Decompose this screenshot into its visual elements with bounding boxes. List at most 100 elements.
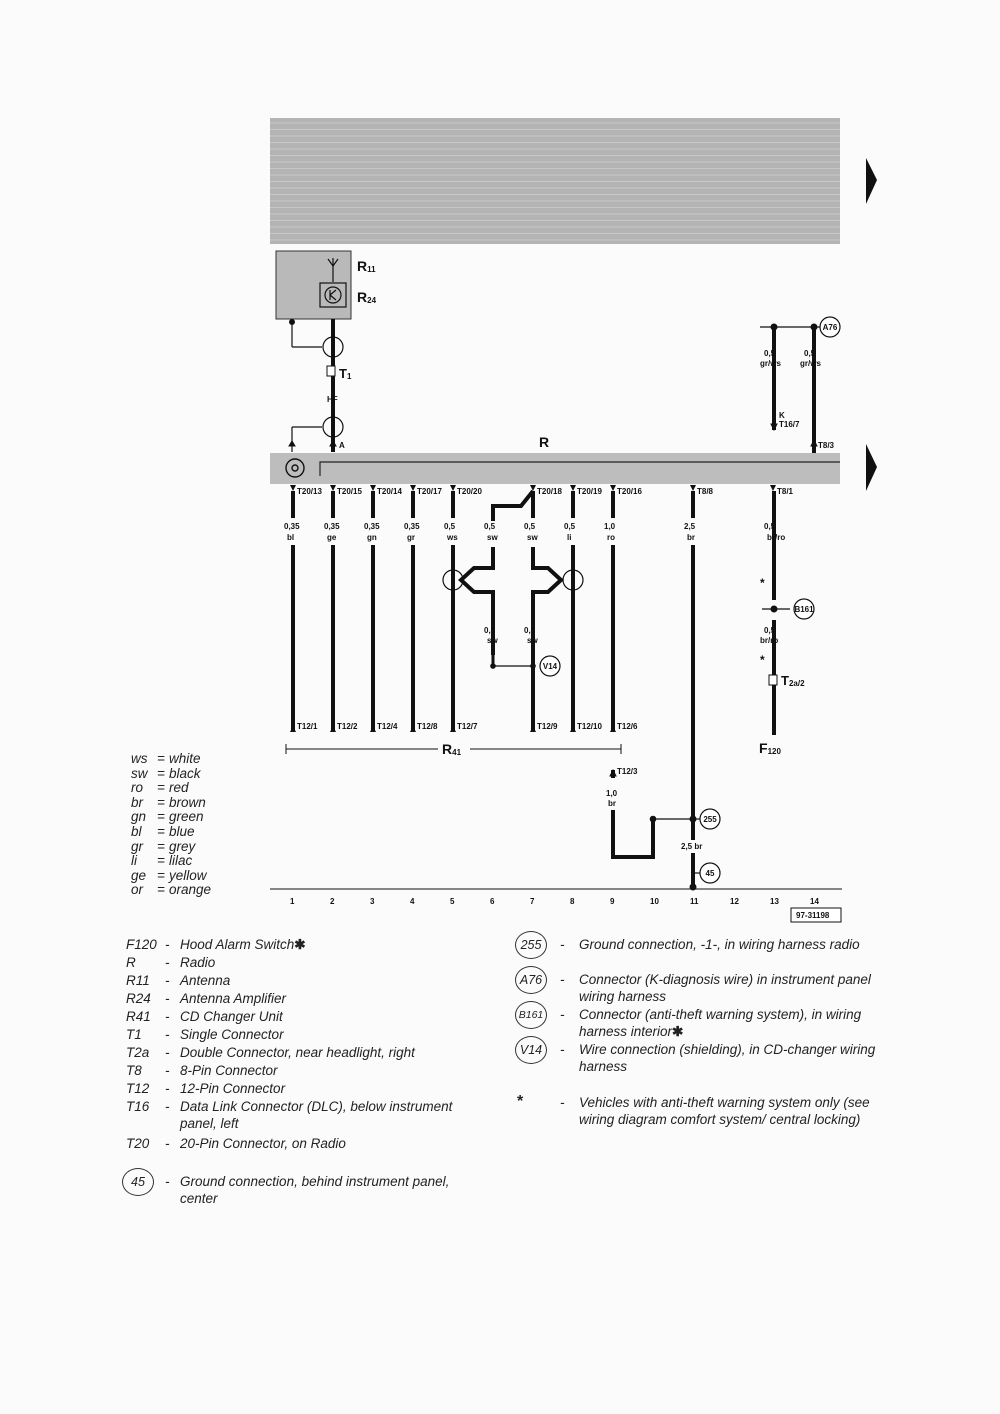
grid-number: 11 (690, 897, 699, 906)
top-connector-label: T20/18 (537, 487, 562, 496)
shielding-junction (458, 547, 564, 666)
wire-size-label: 0,35 (404, 522, 420, 531)
legend-equals: = (157, 765, 165, 781)
grid-number: 6 (490, 897, 495, 906)
component-code: T8 (126, 1063, 142, 1078)
antenna-box (275, 250, 352, 320)
bottom-connector-label: T12/4 (377, 722, 398, 731)
legend-equals: = (157, 809, 165, 825)
component-dash: - (165, 973, 170, 988)
wire-color-label: br/ro (767, 533, 785, 542)
wire-size-label: 0,5 (764, 349, 776, 358)
legend-equals: = (157, 823, 165, 839)
legend-name: white (169, 751, 201, 766)
legend-code: gn (131, 809, 147, 825)
legend-code: bl (131, 823, 142, 839)
component-code: R11 (126, 973, 150, 988)
wire-color-label: sw (527, 533, 538, 542)
r24-label: R24 (357, 289, 377, 305)
ref-circle-255 (699, 808, 721, 830)
top-connector-label: T8/1 (777, 487, 794, 496)
legend-row: gn=green (131, 810, 211, 825)
ground-wire-label: 2,5 br (681, 842, 702, 851)
continuation-arrow-mid (866, 444, 877, 491)
component-dash: - (165, 1009, 170, 1024)
component-dash: - (165, 1174, 170, 1189)
diagram-id: 97-31198 (796, 911, 830, 920)
reference-desc: Ground connection, -1-, in wiring harnes… (579, 937, 860, 952)
ref-circle-b161 (793, 598, 815, 620)
wire-size-label: 0,5 (524, 522, 536, 531)
bottom-connector-label: T12/8 (417, 722, 438, 731)
component-desc: Antenna (180, 973, 231, 988)
bottom-connector-label: T12/6 (617, 722, 638, 731)
bottom-connector-label: T12/10 (577, 722, 602, 731)
legend-code: or (131, 882, 144, 898)
legend-name: grey (169, 838, 196, 854)
legend-name: blue (169, 823, 195, 839)
ref-circle-label: 255 (703, 815, 717, 824)
footnote-dash: - (560, 1095, 565, 1110)
component-dash: - (165, 1063, 170, 1078)
legend-name: red (169, 780, 189, 796)
star-mark-1: * (760, 576, 765, 590)
wire-color-label: br (687, 533, 695, 542)
a-label: A (339, 441, 345, 450)
ref-circle-label: V14 (543, 662, 558, 671)
wiring-diagram: R11 R24 T1 HF A R K T16/7 T8/3 (270, 118, 877, 923)
legend-equals: = (157, 853, 165, 869)
component-code: T20 (126, 1136, 150, 1151)
grid-number: 4 (410, 897, 415, 906)
top-connector-label: T20/14 (377, 487, 402, 496)
r41-label: R41 (442, 741, 462, 757)
component-desc: Single Connector (180, 1027, 284, 1042)
k-label: K (779, 411, 785, 420)
component-dash: - (165, 1045, 170, 1060)
legend-code: br (131, 794, 144, 810)
footnote-mark: * (517, 1093, 524, 1110)
footnote-desc: Vehicles with anti-theft warning system … (579, 1095, 870, 1127)
legend-equals: = (157, 780, 165, 796)
legend-row: sw=black (131, 765, 211, 782)
wire-size-label: 0,5 (804, 349, 816, 358)
wire-size-label: 0,35 (284, 522, 300, 531)
ground-wires (609, 768, 700, 891)
legend-code: gr (131, 838, 144, 854)
legend-row: ws=white (131, 751, 211, 767)
reference-desc: Connector (anti-theft warning system), i… (579, 1007, 862, 1039)
wire-size-label: 0,5 (484, 626, 496, 635)
top-connector-label: T20/13 (297, 487, 322, 496)
reference-circle: 255 (515, 931, 547, 959)
bottom-connector-label: T12/2 (337, 722, 358, 731)
reference-desc: Connector (K-diagnosis wire) in instrume… (579, 972, 871, 1004)
wire-color-label: bl (287, 533, 294, 542)
amplifier-icon (324, 286, 342, 304)
component-code: T12 (126, 1081, 150, 1096)
legend-row: bl =blue (131, 823, 211, 840)
legend-row: br=brown (131, 794, 211, 811)
t12-3-color: br (608, 799, 616, 808)
reference-circle: B161 (515, 1001, 547, 1029)
bottom-connector-label: T12/7 (457, 722, 478, 731)
grid-number: 13 (770, 897, 779, 906)
component-desc: CD Changer Unit (180, 1009, 283, 1024)
t2a-connector-icon (768, 674, 778, 686)
t12-3-label: T12/3 (617, 767, 638, 776)
wire-color-label: gr (407, 533, 415, 542)
legend-equals: = (157, 751, 165, 766)
r41-bracket (285, 744, 622, 754)
component-dash: - (165, 1081, 170, 1096)
component-dash: - (165, 1027, 170, 1042)
t12-3-size: 1,0 (606, 789, 618, 798)
ref-circle-v14 (539, 655, 561, 677)
wire-size-label: 2,5 (684, 522, 696, 531)
grid-number: 7 (530, 897, 535, 906)
reference-circle: A76 (515, 966, 547, 994)
grid-number: 12 (730, 897, 739, 906)
grid-number: 10 (650, 897, 659, 906)
wire-color-label: gr/ws (760, 359, 781, 368)
component-dash: - (165, 955, 170, 970)
legend-name: yellow (169, 867, 207, 883)
t1-label: T1 (339, 366, 352, 381)
